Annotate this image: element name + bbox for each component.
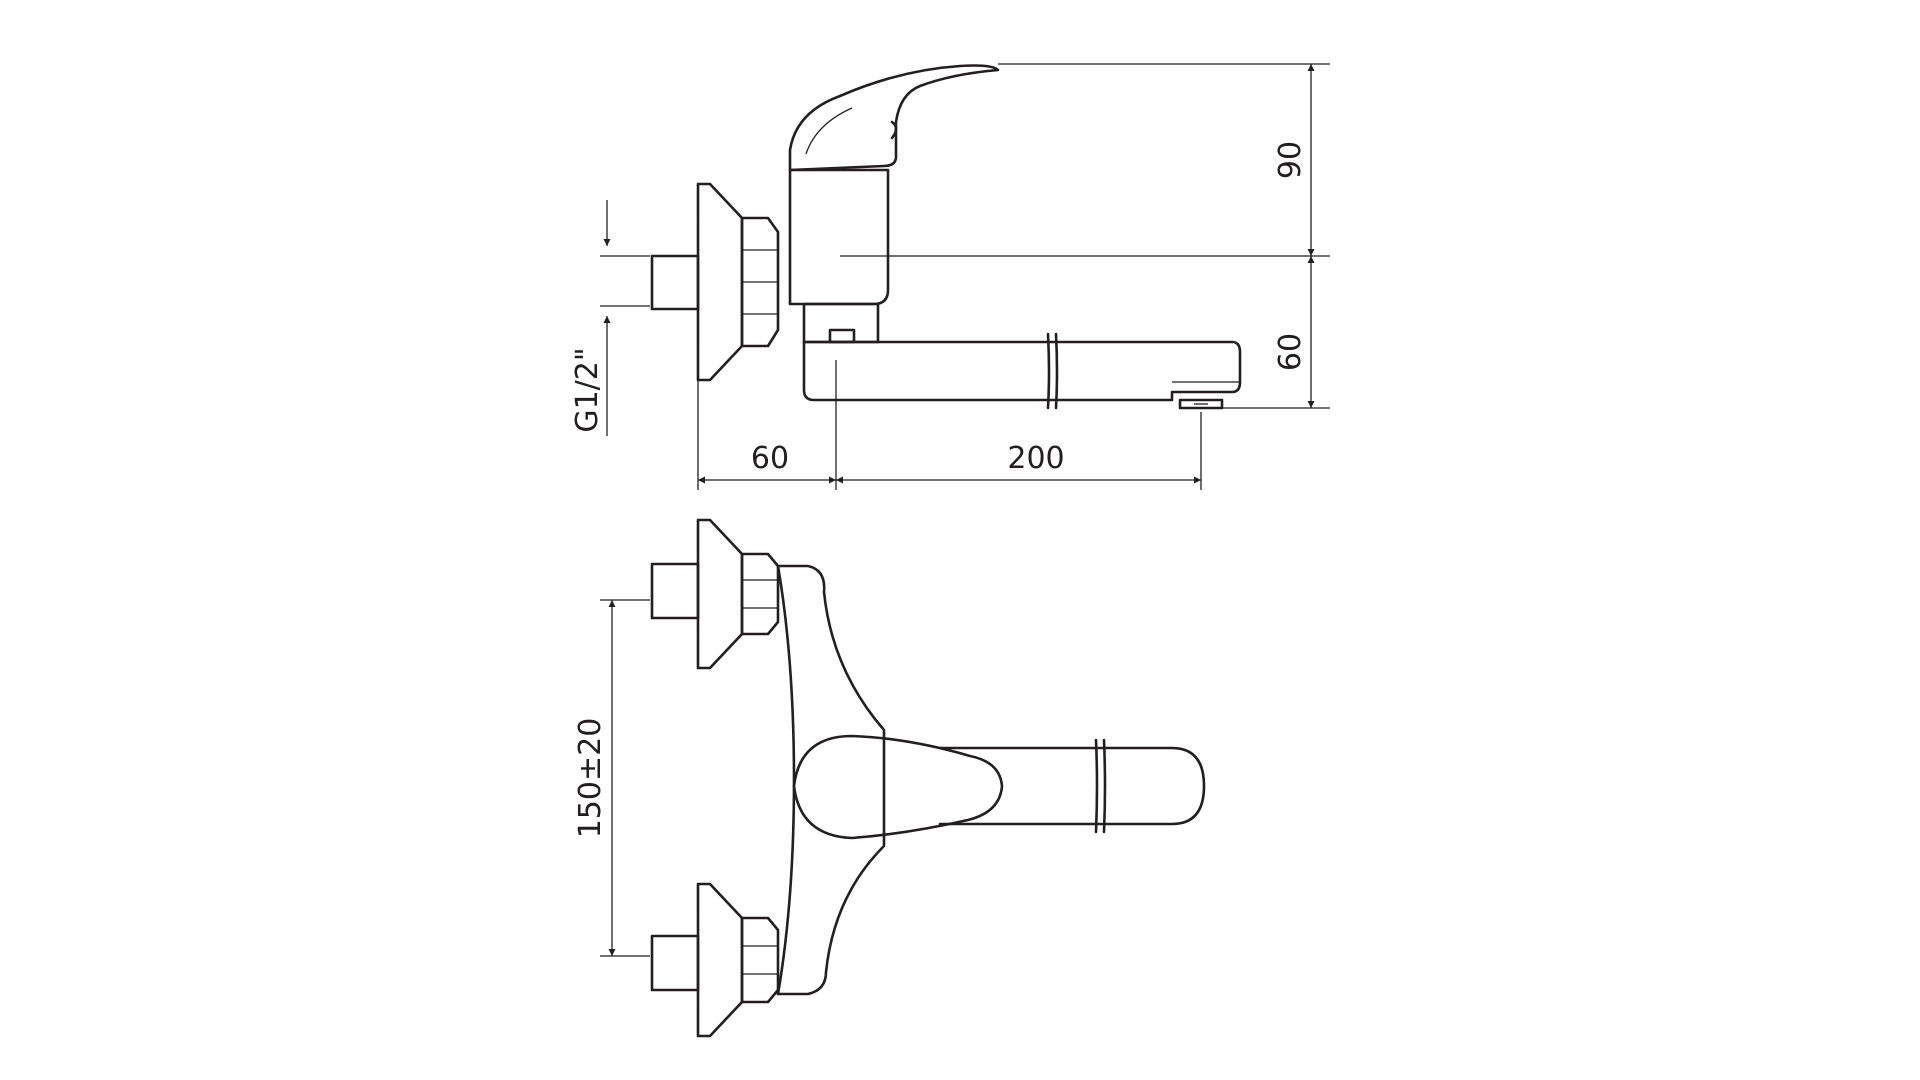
top-lower-wall-flange bbox=[696, 882, 744, 1038]
side-hex-nut bbox=[740, 216, 780, 348]
side-aerator bbox=[1178, 398, 1224, 410]
top-lower-connector-pipe bbox=[650, 934, 700, 992]
side-lever-handle bbox=[788, 64, 1000, 172]
side-wall-flange bbox=[696, 182, 744, 382]
side-connector-pipe bbox=[650, 254, 700, 311]
dim-label-90: 90 bbox=[1273, 141, 1308, 179]
side-spout bbox=[802, 340, 1242, 402]
top-upper-wall-flange bbox=[696, 518, 744, 670]
top-view bbox=[650, 518, 1206, 1038]
dim-label-60-horizontal: 60 bbox=[751, 441, 789, 476]
side-mixer-body bbox=[788, 168, 890, 306]
top-upper-connector-pipe bbox=[650, 562, 700, 620]
side-base-collar bbox=[802, 302, 880, 344]
top-lower-hex-nut bbox=[740, 916, 780, 1004]
dim-label-200: 200 bbox=[1007, 441, 1064, 476]
dim-label-inlet-spacing: 150±20 bbox=[573, 718, 608, 839]
top-dimensions: 150±20 bbox=[573, 599, 650, 957]
top-upper-hex-nut bbox=[740, 552, 780, 636]
side-dimensions: 90 60 60 200 G1/2" bbox=[570, 63, 1330, 490]
side-view bbox=[650, 64, 1242, 410]
top-lever-dome bbox=[792, 734, 1004, 840]
top-mixer-body bbox=[776, 564, 886, 996]
dim-label-thread: G1/2" bbox=[570, 347, 605, 432]
dim-label-60-vertical: 60 bbox=[1273, 333, 1308, 371]
top-spout bbox=[938, 746, 1206, 826]
